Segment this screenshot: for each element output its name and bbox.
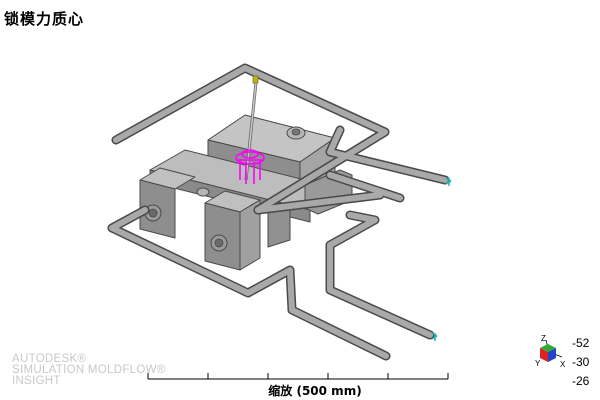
mold-boss-inner <box>291 128 301 136</box>
coolant-inlet-markers <box>431 177 452 341</box>
watermark-line-2: SIMULATION MOLDFLOW® <box>12 364 166 376</box>
mold-hole-inner <box>214 238 224 248</box>
watermark-line-1: AUTODESK® <box>12 353 87 365</box>
triad-y-label: Y <box>535 359 541 368</box>
triad-z-label: Z <box>541 334 546 343</box>
triad-x-label: X <box>560 360 566 369</box>
mold-boss <box>196 187 210 197</box>
coolant-inlet-icon <box>431 332 438 341</box>
rod-tip <box>252 75 259 84</box>
mold-hole-inner <box>148 208 158 218</box>
triad-cube-left <box>540 348 548 362</box>
front-block-right-side <box>239 199 261 271</box>
rotation-z-value: -26 <box>572 374 590 388</box>
page-title: 锁模力质心 <box>4 10 85 28</box>
scale-label: 缩放 (500 mm) <box>268 384 362 398</box>
triad-cube-right <box>548 348 556 362</box>
orientation-triad[interactable]: Z X Y <box>535 334 566 369</box>
scale-bar <box>147 373 449 380</box>
watermark-line-3: INSIGHT <box>12 375 61 387</box>
product-watermark: AUTODESK® SIMULATION MOLDFLOW® INSIGHT <box>12 353 166 387</box>
cooling-channels <box>107 63 450 361</box>
coolant-inlet-icon <box>445 177 452 186</box>
rotation-x-value: -52 <box>572 336 590 350</box>
clamp-force-centroid <box>235 149 265 184</box>
rotation-y-value: -30 <box>572 355 590 369</box>
mold-model <box>139 114 353 271</box>
